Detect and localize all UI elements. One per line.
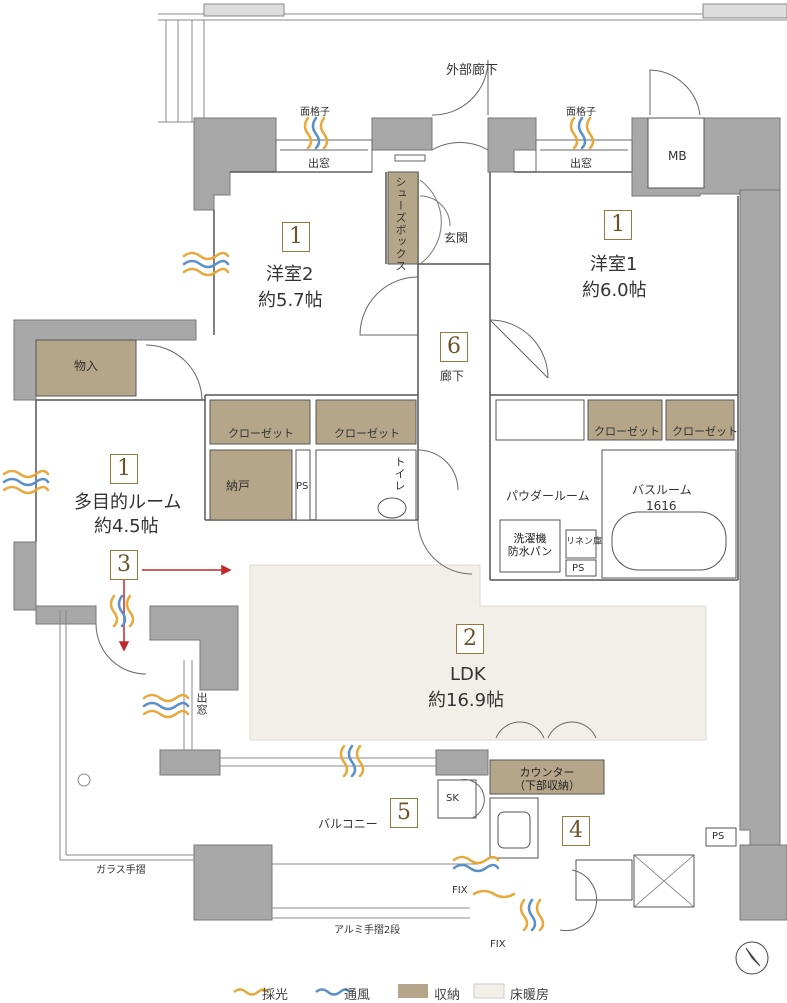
balcony-label: バルコニー [318, 817, 378, 831]
legend-floor-heating: 床暖房 [510, 988, 550, 1003]
storage-block [35, 339, 137, 397]
toilet-label: トイレ [393, 456, 406, 492]
room-size-ldk: 約16.9帖 [428, 690, 505, 711]
entrance-label: 玄関 [444, 231, 469, 245]
legend-storage: 収納 [434, 988, 461, 1003]
fix-label-1: FIX [452, 885, 468, 896]
glass-rail-label: ガラス手摺 [96, 865, 146, 876]
bath-size-label: 1616 [646, 499, 677, 513]
marker-number-3: 3 [110, 550, 138, 580]
washer-pan-line2: 防水パン [507, 545, 553, 558]
counter-label: カウンター（下部収納） [490, 766, 604, 792]
mb-label: MB [668, 149, 687, 163]
compass-icon [735, 941, 769, 975]
storage-label: 物入 [74, 359, 99, 373]
shoe-box-label: シューズボックス [394, 176, 407, 272]
room-number-hallway: 6 [440, 332, 468, 362]
room-size-bedroom2: 約5.7帖 [258, 290, 323, 311]
legend-wind: 通風 [344, 988, 371, 1003]
ps-label-2: PS [572, 563, 585, 574]
counter-line2: （下部収納） [514, 779, 580, 792]
grille-label-left: 面格子 [300, 107, 330, 118]
bay-window-label-left: 出窓 [308, 157, 330, 170]
room-name-ldk: LDK [450, 664, 486, 685]
ps-label-1: PS [296, 481, 309, 492]
fix-label-2: FIX [490, 939, 506, 950]
closet-label-3: クローゼット [594, 425, 660, 438]
room-size-multi: 約4.5帖 [94, 516, 159, 537]
wall [193, 117, 277, 211]
closet-label-4: クローゼット [672, 425, 738, 438]
marker-number-4: 4 [562, 816, 590, 846]
linen-label: リネン庫 [566, 537, 603, 547]
room-name-bedroom1: 洋室1 [590, 254, 638, 275]
room-size-bedroom1: 約6.0帖 [582, 280, 647, 301]
sk-label: SK [446, 793, 459, 804]
bay-window-label-right: 出窓 [570, 157, 592, 170]
powder-room-label: パウダールーム [506, 489, 590, 503]
room-number-multi: 1 [110, 454, 138, 484]
alumi-rail-label: アルミ手摺2段 [334, 925, 401, 936]
legend-light: 採光 [262, 988, 289, 1003]
counter-line1: カウンター [519, 766, 575, 779]
room-number-ldk: 2 [456, 624, 484, 654]
room-name-multi: 多目的ルーム [74, 492, 182, 513]
outer-corridor-label: 外部廊下 [446, 63, 499, 78]
washer-pan-label: 洗濯機防水パン [502, 532, 558, 558]
room-number-bedroom1: 1 [604, 210, 632, 240]
room-number-bedroom2: 1 [282, 222, 310, 252]
bathroom-label: バスルーム [632, 483, 692, 497]
hallway-label: 廊下 [440, 369, 465, 383]
room-number-balcony: 5 [390, 798, 418, 828]
bay-window-label-ldk: 出窓 [195, 692, 208, 716]
room-name-bedroom2: 洋室2 [266, 264, 314, 285]
ps-label-3: PS [712, 831, 725, 842]
closet-label-1: クローゼット [228, 427, 294, 440]
washer-pan-line1: 洗濯機 [513, 532, 547, 545]
nando-label: 納戸 [226, 479, 251, 493]
closet-label-2: クローゼット [334, 427, 400, 440]
grille-label-right: 面格子 [566, 107, 596, 118]
